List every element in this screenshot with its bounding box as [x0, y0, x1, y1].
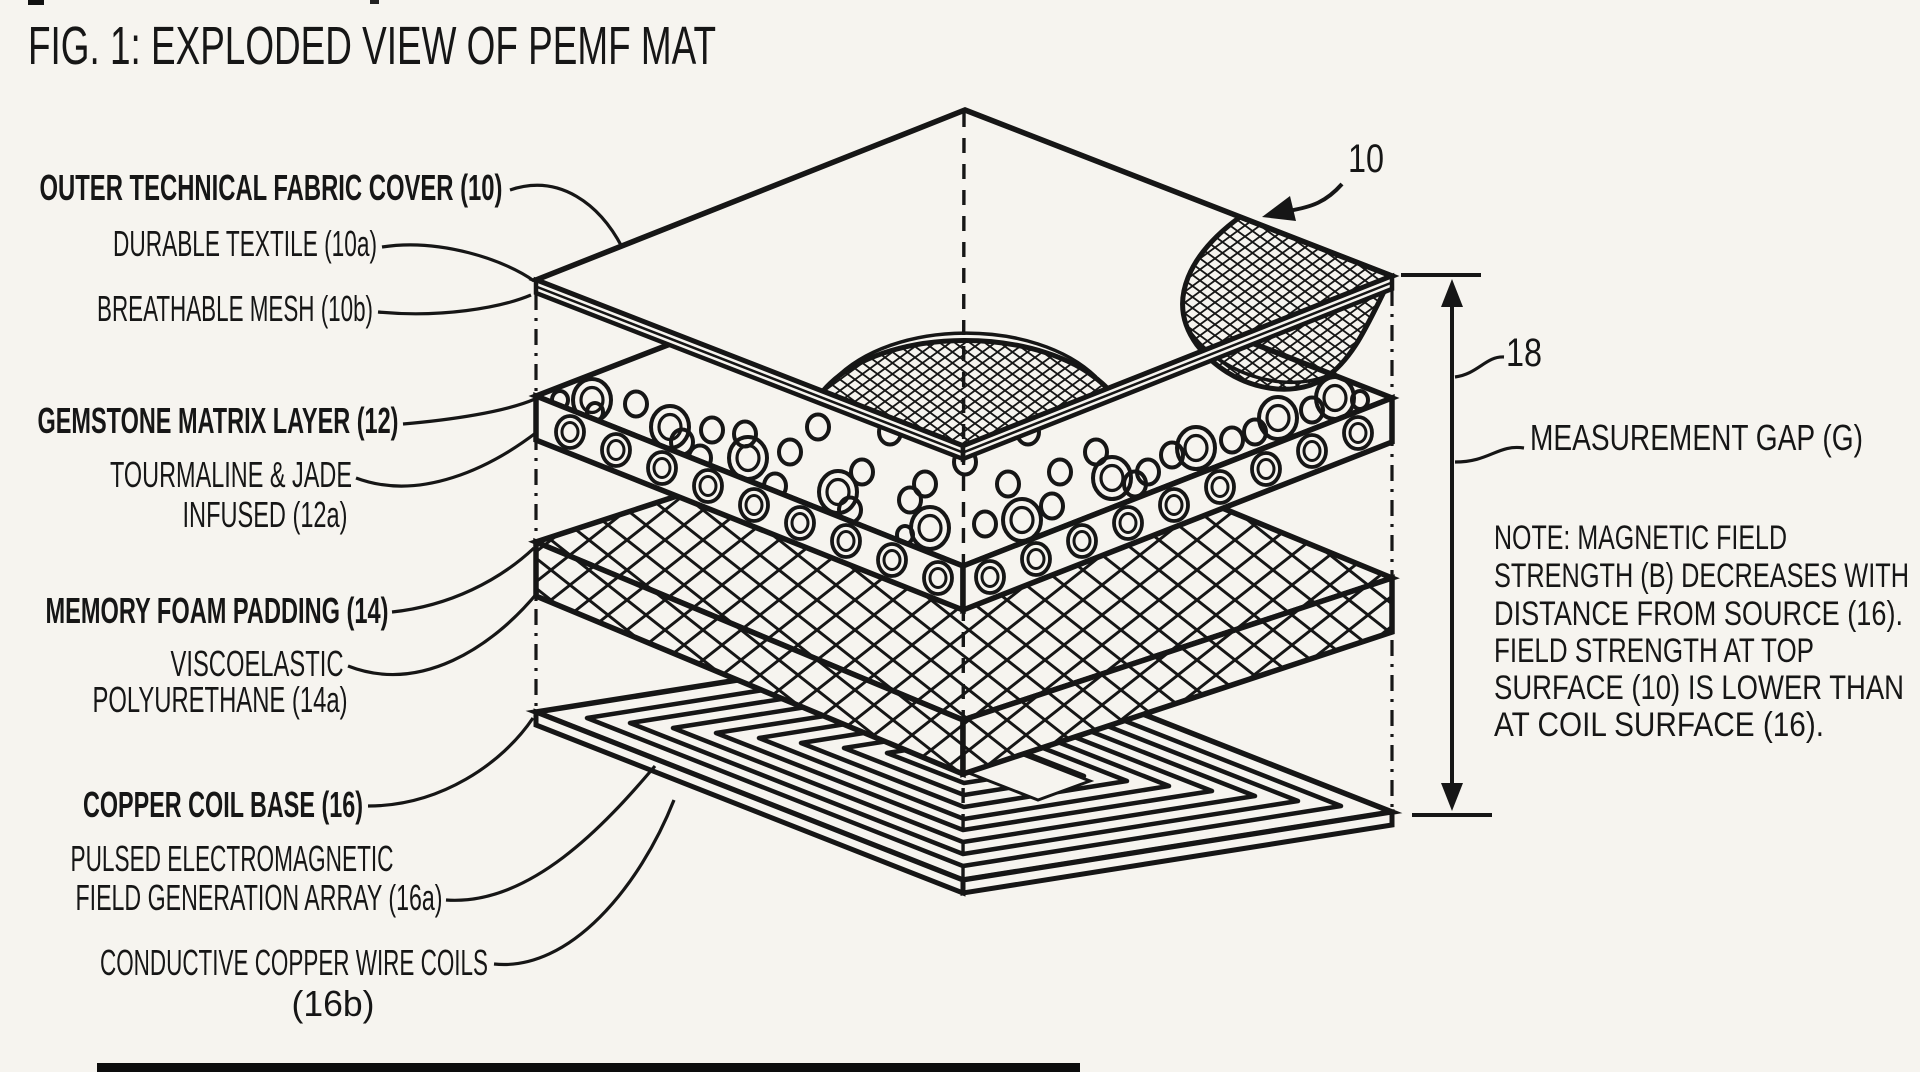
ref10-arrowhead-icon: [1262, 196, 1296, 221]
label-coil-sub4: (16b): [292, 983, 375, 1024]
note-line-3: DISTANCE FROM SOURCE (16).: [1494, 595, 1903, 633]
note-line-5: SURFACE (10) IS LOWER THAN: [1494, 669, 1904, 707]
center-axis-line: [961, 111, 966, 879]
leader-measurement-gap: [1454, 445, 1525, 464]
note-line-4: FIELD STRENGTH AT TOP: [1494, 632, 1814, 670]
label-fabric-sub1: DURABLE TEXTILE (10a): [113, 223, 377, 264]
scan-artifacts: [28, 0, 1080, 1072]
fabric-bottom-mesh: [818, 338, 1113, 449]
label-coil-sub1: PULSED ELECTROMAGNETIC: [71, 838, 394, 879]
gemstone-side-circles: [554, 414, 1374, 596]
measurement-gap-dimension: [1401, 273, 1525, 817]
label-leaders: [347, 183, 676, 967]
up-arrowhead-icon: [1441, 279, 1463, 307]
leader-gemstone-main: [402, 397, 536, 426]
label-foam-sub2: POLYURETHANE (14a): [93, 679, 348, 720]
ref18-numeral: 18: [1506, 331, 1542, 375]
note-line-1: NOTE: MAGNETIC FIELD: [1494, 519, 1787, 557]
fabric-peel-fold-line: [1184, 325, 1337, 385]
leader-foam-sub: [347, 590, 540, 676]
note-line-2: STRENGTH (B) DECREASES WITH: [1494, 557, 1909, 595]
label-gemstone-sub1: TOURMALINE & JADE: [110, 454, 352, 495]
leader-ref18: [1454, 355, 1505, 379]
label-coil-sub3: CONDUCTIVE COPPER WIRE COILS: [100, 942, 488, 983]
figure-title: FIG. 1: EXPLODED VIEW OF PEMF MAT: [28, 16, 716, 76]
leader-fabric-sub2: [377, 293, 532, 316]
coil-side-right: [960, 809, 1395, 896]
ref10-arrow-curve: [1287, 182, 1344, 213]
leader-coil-main: [367, 717, 535, 808]
ref10-callout: [1262, 182, 1344, 221]
leader-fabric-sub1: [381, 243, 535, 283]
leader-foam-main: [391, 546, 536, 614]
label-coil-sub2: FIELD GENERATION ARRAY (16a): [76, 877, 443, 918]
leader-coil-sub4: [493, 799, 676, 967]
measurement-gap-label: MEASUREMENT GAP (G): [1530, 417, 1863, 458]
note-block: NOTE: MAGNETIC FIELD STRENGTH (B) DECREA…: [1494, 519, 1909, 744]
label-coil-main: COPPER COIL BASE (16): [83, 784, 363, 825]
label-gemstone-main: GEMSTONE MATRIX LAYER (12): [38, 400, 399, 441]
layer-labels: OUTER TECHNICAL FABRIC COVER (10) DURABL…: [38, 167, 503, 1024]
label-fabric-main: OUTER TECHNICAL FABRIC COVER (10): [40, 167, 503, 208]
leader-coil-sub2: [445, 764, 657, 902]
label-fabric-sub2: BREATHABLE MESH (10b): [97, 288, 373, 329]
ref10-numeral: 10: [1348, 137, 1384, 181]
leader-gemstone-sub: [355, 430, 538, 488]
note-line-6: AT COIL SURFACE (16).: [1494, 706, 1824, 744]
label-foam-main: MEMORY FOAM PADDING (14): [46, 590, 389, 631]
down-arrowhead-icon: [1441, 783, 1463, 811]
leader-fabric-main: [509, 183, 624, 248]
label-gemstone-sub2: INFUSED (12a): [183, 494, 348, 535]
gemstone-side-right: [960, 393, 1395, 615]
label-foam-sub1: VISCOELASTIC: [171, 643, 344, 684]
